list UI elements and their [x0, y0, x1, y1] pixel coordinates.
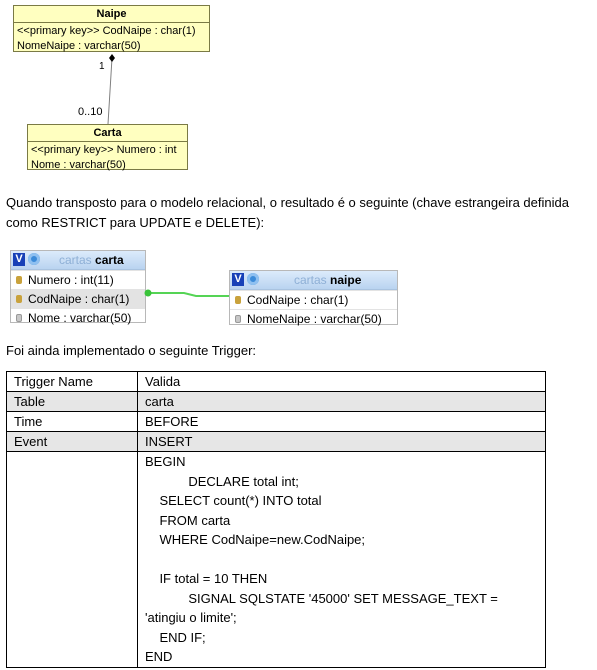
database-name: cartas	[59, 253, 92, 267]
foreign-key-relation-line	[144, 289, 232, 297]
row-label: Trigger Name	[6, 371, 138, 392]
intro-paragraph: Quando transposto para o modelo relacion…	[6, 195, 569, 230]
row-value: Valida	[137, 371, 546, 392]
code-line: 'atingiu o limite';	[145, 610, 237, 625]
toggle-icon[interactable]: V	[232, 273, 244, 286]
code-line: FROM carta	[145, 512, 231, 528]
column-icon	[235, 315, 241, 323]
code-line: BEGIN	[145, 454, 186, 469]
uml-attribute: Nome : varchar(50)	[31, 159, 126, 171]
column-row[interactable]: NomeNaipe : varchar(50)	[230, 309, 397, 328]
trigger-table: Trigger Name Valida Table carta Time BEF…	[6, 371, 546, 668]
trigger-intro-paragraph: Foi ainda implementado o seguinte Trigge…	[6, 343, 257, 358]
multiplicity-one: 1	[99, 61, 105, 72]
table-name: carta	[95, 253, 124, 267]
uml-association-line	[107, 54, 115, 125]
multiplicity-many: 0..10	[78, 106, 103, 118]
code-line: IF total = 10 THEN	[145, 571, 268, 586]
code-line: END IF;	[145, 629, 206, 645]
uml-class-title: Naipe	[14, 6, 209, 23]
column-row[interactable]: CodNaipe : char(1)	[230, 290, 397, 309]
uml-class-carta: Carta <<primary key>> Numero : int Nome …	[27, 124, 188, 171]
row-value: INSERT	[137, 431, 546, 452]
code-line: END	[145, 649, 173, 664]
uml-attribute: NomeNaipe : varchar(50)	[17, 40, 141, 52]
table-row: Time BEFORE	[6, 411, 546, 432]
key-icon	[16, 276, 22, 284]
uml-class-title: Carta	[28, 125, 187, 142]
designer-table-header[interactable]: V cartas naipe	[230, 271, 397, 290]
key-icon	[16, 295, 22, 303]
uml-attribute: <<primary key>> CodNaipe : char(1)	[17, 25, 196, 37]
code-line: SIGNAL SQLSTATE '45000' SET MESSAGE_TEXT…	[145, 590, 498, 606]
table-row: Event INSERT	[6, 431, 546, 452]
code-line: SELECT count(*) INTO total	[145, 493, 322, 508]
row-label: Table	[6, 391, 138, 412]
column-icon	[16, 314, 22, 322]
database-name: cartas	[294, 273, 327, 287]
row-value: BEFORE	[137, 411, 546, 432]
designer-table-header[interactable]: V cartas carta	[11, 251, 145, 270]
toggle-icon[interactable]: V	[13, 253, 25, 266]
table-row: Trigger Name Valida	[6, 371, 546, 392]
code-line	[145, 550, 539, 570]
table-row: Table carta	[6, 391, 546, 412]
uml-class-naipe: Naipe <<primary key>> CodNaipe : char(1)…	[13, 5, 210, 52]
code-line: DECLARE total int;	[145, 473, 299, 489]
row-label: Event	[6, 431, 138, 452]
key-icon	[235, 296, 241, 304]
column-row[interactable]: Numero : int(11)	[11, 270, 145, 289]
gear-icon[interactable]	[28, 253, 40, 265]
designer-table-carta[interactable]: V cartas carta Numero : int(11) CodNaipe…	[10, 250, 146, 325]
row-label: Time	[6, 411, 138, 432]
table-row: BEGIN DECLARE total int; SELECT count(*)…	[6, 451, 546, 668]
row-value: carta	[137, 391, 546, 412]
table-name: naipe	[330, 273, 362, 287]
code-line: WHERE CodNaipe=new.CodNaipe;	[145, 532, 366, 547]
designer-table-naipe[interactable]: V cartas naipe CodNaipe : char(1) NomeNa…	[229, 270, 398, 328]
gear-icon[interactable]	[247, 273, 259, 285]
row-label-empty	[6, 451, 138, 668]
uml-attribute: <<primary key>> Numero : int	[31, 144, 177, 156]
column-row[interactable]: Nome : varchar(50)	[11, 308, 145, 327]
column-row[interactable]: CodNaipe : char(1)	[11, 289, 145, 308]
trigger-body-code: BEGIN DECLARE total int; SELECT count(*)…	[137, 451, 546, 668]
